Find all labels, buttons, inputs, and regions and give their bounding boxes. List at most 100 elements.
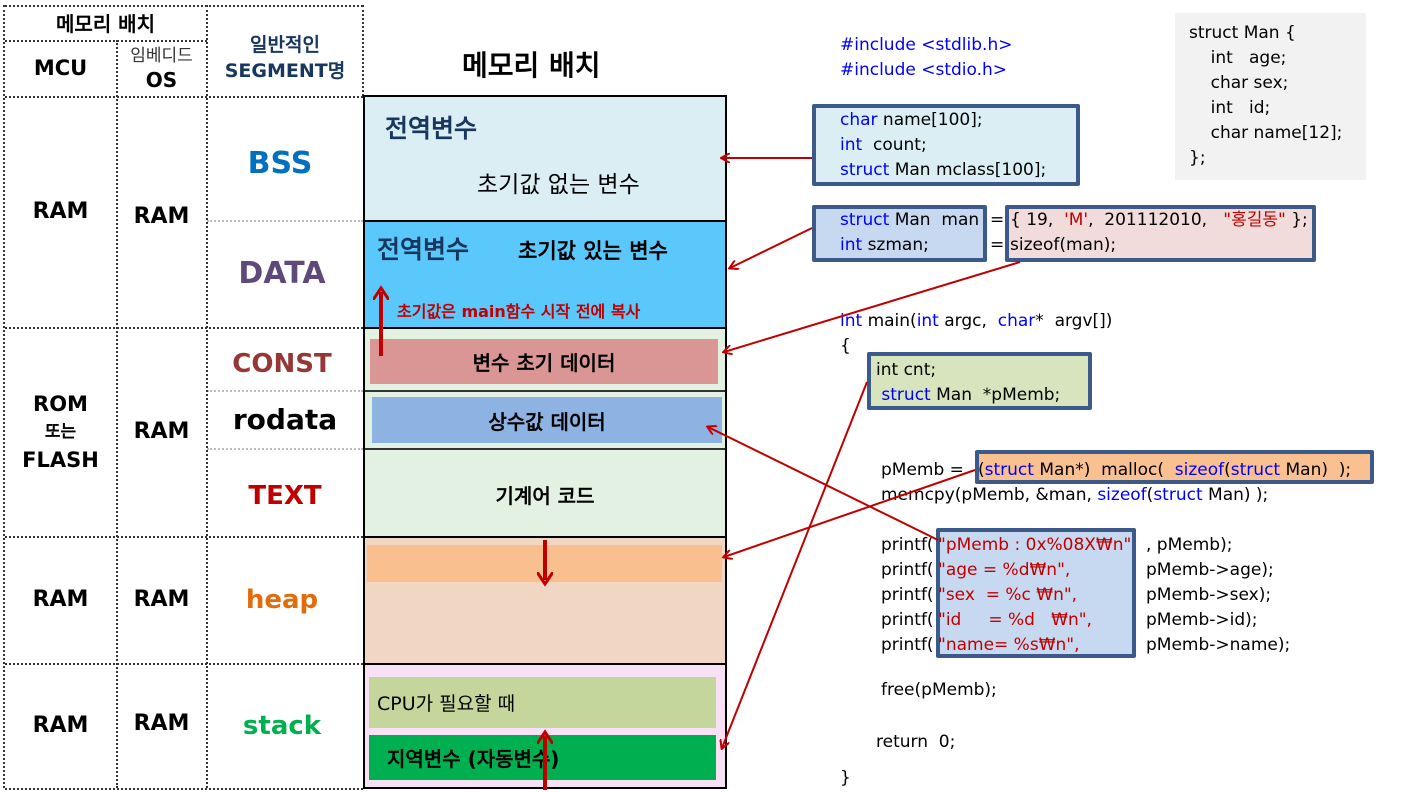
code-text: struct Man { [1189,23,1296,43]
divider [362,5,364,96]
const-label: 변수 초기 데이터 [370,339,718,384]
segment-const: CONST [232,349,332,379]
code-line: return 0; [876,730,955,755]
code-line: int age; [1189,46,1342,71]
locals-box [867,352,1092,410]
code-string: "id = %d ₩n", [938,610,1092,630]
memory-stack: CPU가 필요할 때 지역변수 (자동변수) [363,663,727,789]
code-line: int count; [840,133,1046,158]
arrow-heap [724,469,976,557]
code-line: struct Man *pMemb; [876,383,1060,408]
divider [5,40,207,42]
code-keyword: #include <stdlib.h> [840,35,1013,55]
code-line: struct Man { [1189,21,1342,46]
memory-rom-area: 변수 초기 데이터 상수값 데이터 기계어 코드 [363,327,727,538]
code-line: char name[12]; [1189,121,1343,146]
include-lines: #include <stdlib.h> #include <stdio.h> [840,33,1012,83]
divider [5,5,363,7]
divider [5,96,363,98]
arrow-stack [722,381,868,748]
data-note: 초기값은 main함수 시작 전에 복사 [397,302,641,321]
code-line: pMemb->sex); [1146,583,1290,608]
row2-mcu-line3: FLASH [22,447,99,472]
free-line: free(pMemb); [881,678,997,703]
code-keyword: char [997,311,1036,331]
stack-local-label: 지역변수 (자동변수) [369,735,716,780]
code-keyword: int [916,311,939,331]
divider [365,448,725,450]
code-keyword: sizeof [1174,460,1225,480]
row3-mcu: RAM [32,587,89,612]
arrow-const [724,261,1021,352]
code-text: , 201112010, [1088,210,1224,230]
code-text: ( [1224,460,1231,480]
code-text: Man *pMemb; [930,385,1061,405]
printf-formats: "pMemb : 0x%08X₩n""age = %d₩n", "sex = %c… [938,533,1131,658]
code-text: { [840,336,851,356]
code-line: { 19, 'M', 201112010, "홍길동" }; [1010,208,1308,233]
struct-definition-box [1175,13,1366,180]
segment-text: TEXT [248,480,322,511]
arrow-data [730,227,813,268]
code-line: , pMemb); [1146,533,1290,558]
code-keyword: sizeof [1097,485,1147,505]
code-string: "age = %d₩n", [938,560,1071,580]
memory-bss: 전역변수 초기값 없는 변수 [363,95,727,222]
code-line: "sex = %c ₩n", [938,583,1131,608]
code-text: ( [1146,485,1154,505]
code-line: "age = %d₩n", [938,558,1131,583]
code-string: "name= %s₩n", [938,635,1080,655]
code-text: argc, [938,311,998,331]
code-text: } [840,768,851,788]
code-line: printf( [881,533,934,558]
code-text: name[100]; [877,110,983,130]
code-text: Man man [889,210,980,230]
bss-title: 전역변수 [385,114,478,143]
divider [207,390,363,392]
code-line: #include <stdio.h> [840,58,1012,83]
code-line: printf( [881,583,934,608]
table-header-layout: 메모리 배치 [56,12,155,36]
row1-os: RAM [133,203,190,229]
code-line: = [990,233,1004,258]
data-desc: 초기값 있는 변수 [518,239,668,263]
close-brace: } [840,766,851,791]
code-line: pMemb->id); [1146,608,1290,633]
bss-desc: 초기값 없는 변수 [477,172,640,198]
divider [5,663,363,665]
code-line: "pMemb : 0x%08X₩n" [938,533,1131,558]
data-init-code: { 19, 'M', 201112010, "홍길동" };sizeof(man… [1010,208,1308,258]
format-strings-box [936,528,1136,658]
code-text: int id; [1189,98,1271,118]
code-string: 'M' [1064,210,1089,230]
code-text: int cnt; [876,360,937,380]
segment-bss: BSS [247,145,313,181]
data-eq-code: == [990,208,1004,258]
code-keyword: struct [1230,460,1281,480]
code-text: pMemb->name); [1146,635,1291,655]
memory-title: 메모리 배치 [462,49,601,82]
divider [207,220,363,222]
code-line: printf( [881,608,934,633]
code-line: printf( [881,558,934,583]
row3-os: RAM [133,587,190,612]
printf-args: , pMemb); pMemb->age); pMemb->sex); pMemb->… [1146,533,1290,658]
divider [207,448,363,450]
code-text: pMemb->sex); [1146,585,1272,605]
column-segment-line1: 일반적인 [250,34,320,56]
code-text: pMemb->age); [1146,560,1274,580]
code-string: "홍길동" [1223,210,1286,230]
divider [116,40,118,788]
code-string: "sex = %c ₩n", [938,585,1078,605]
code-text: count; [862,135,927,155]
segment-heap: heap [245,584,319,615]
code-line: }; [1189,146,1342,171]
code-keyword: struct [840,160,890,180]
code-text: Man) ); [1280,460,1352,480]
code-line: pMemb->age); [1146,558,1290,583]
code-text: , pMemb); [1146,535,1233,555]
code-keyword: struct [984,460,1034,480]
memory-data: 전역변수 초기값 있는 변수 초기값은 main함수 시작 전에 복사 [363,220,727,329]
code-text: }; [1189,148,1206,168]
